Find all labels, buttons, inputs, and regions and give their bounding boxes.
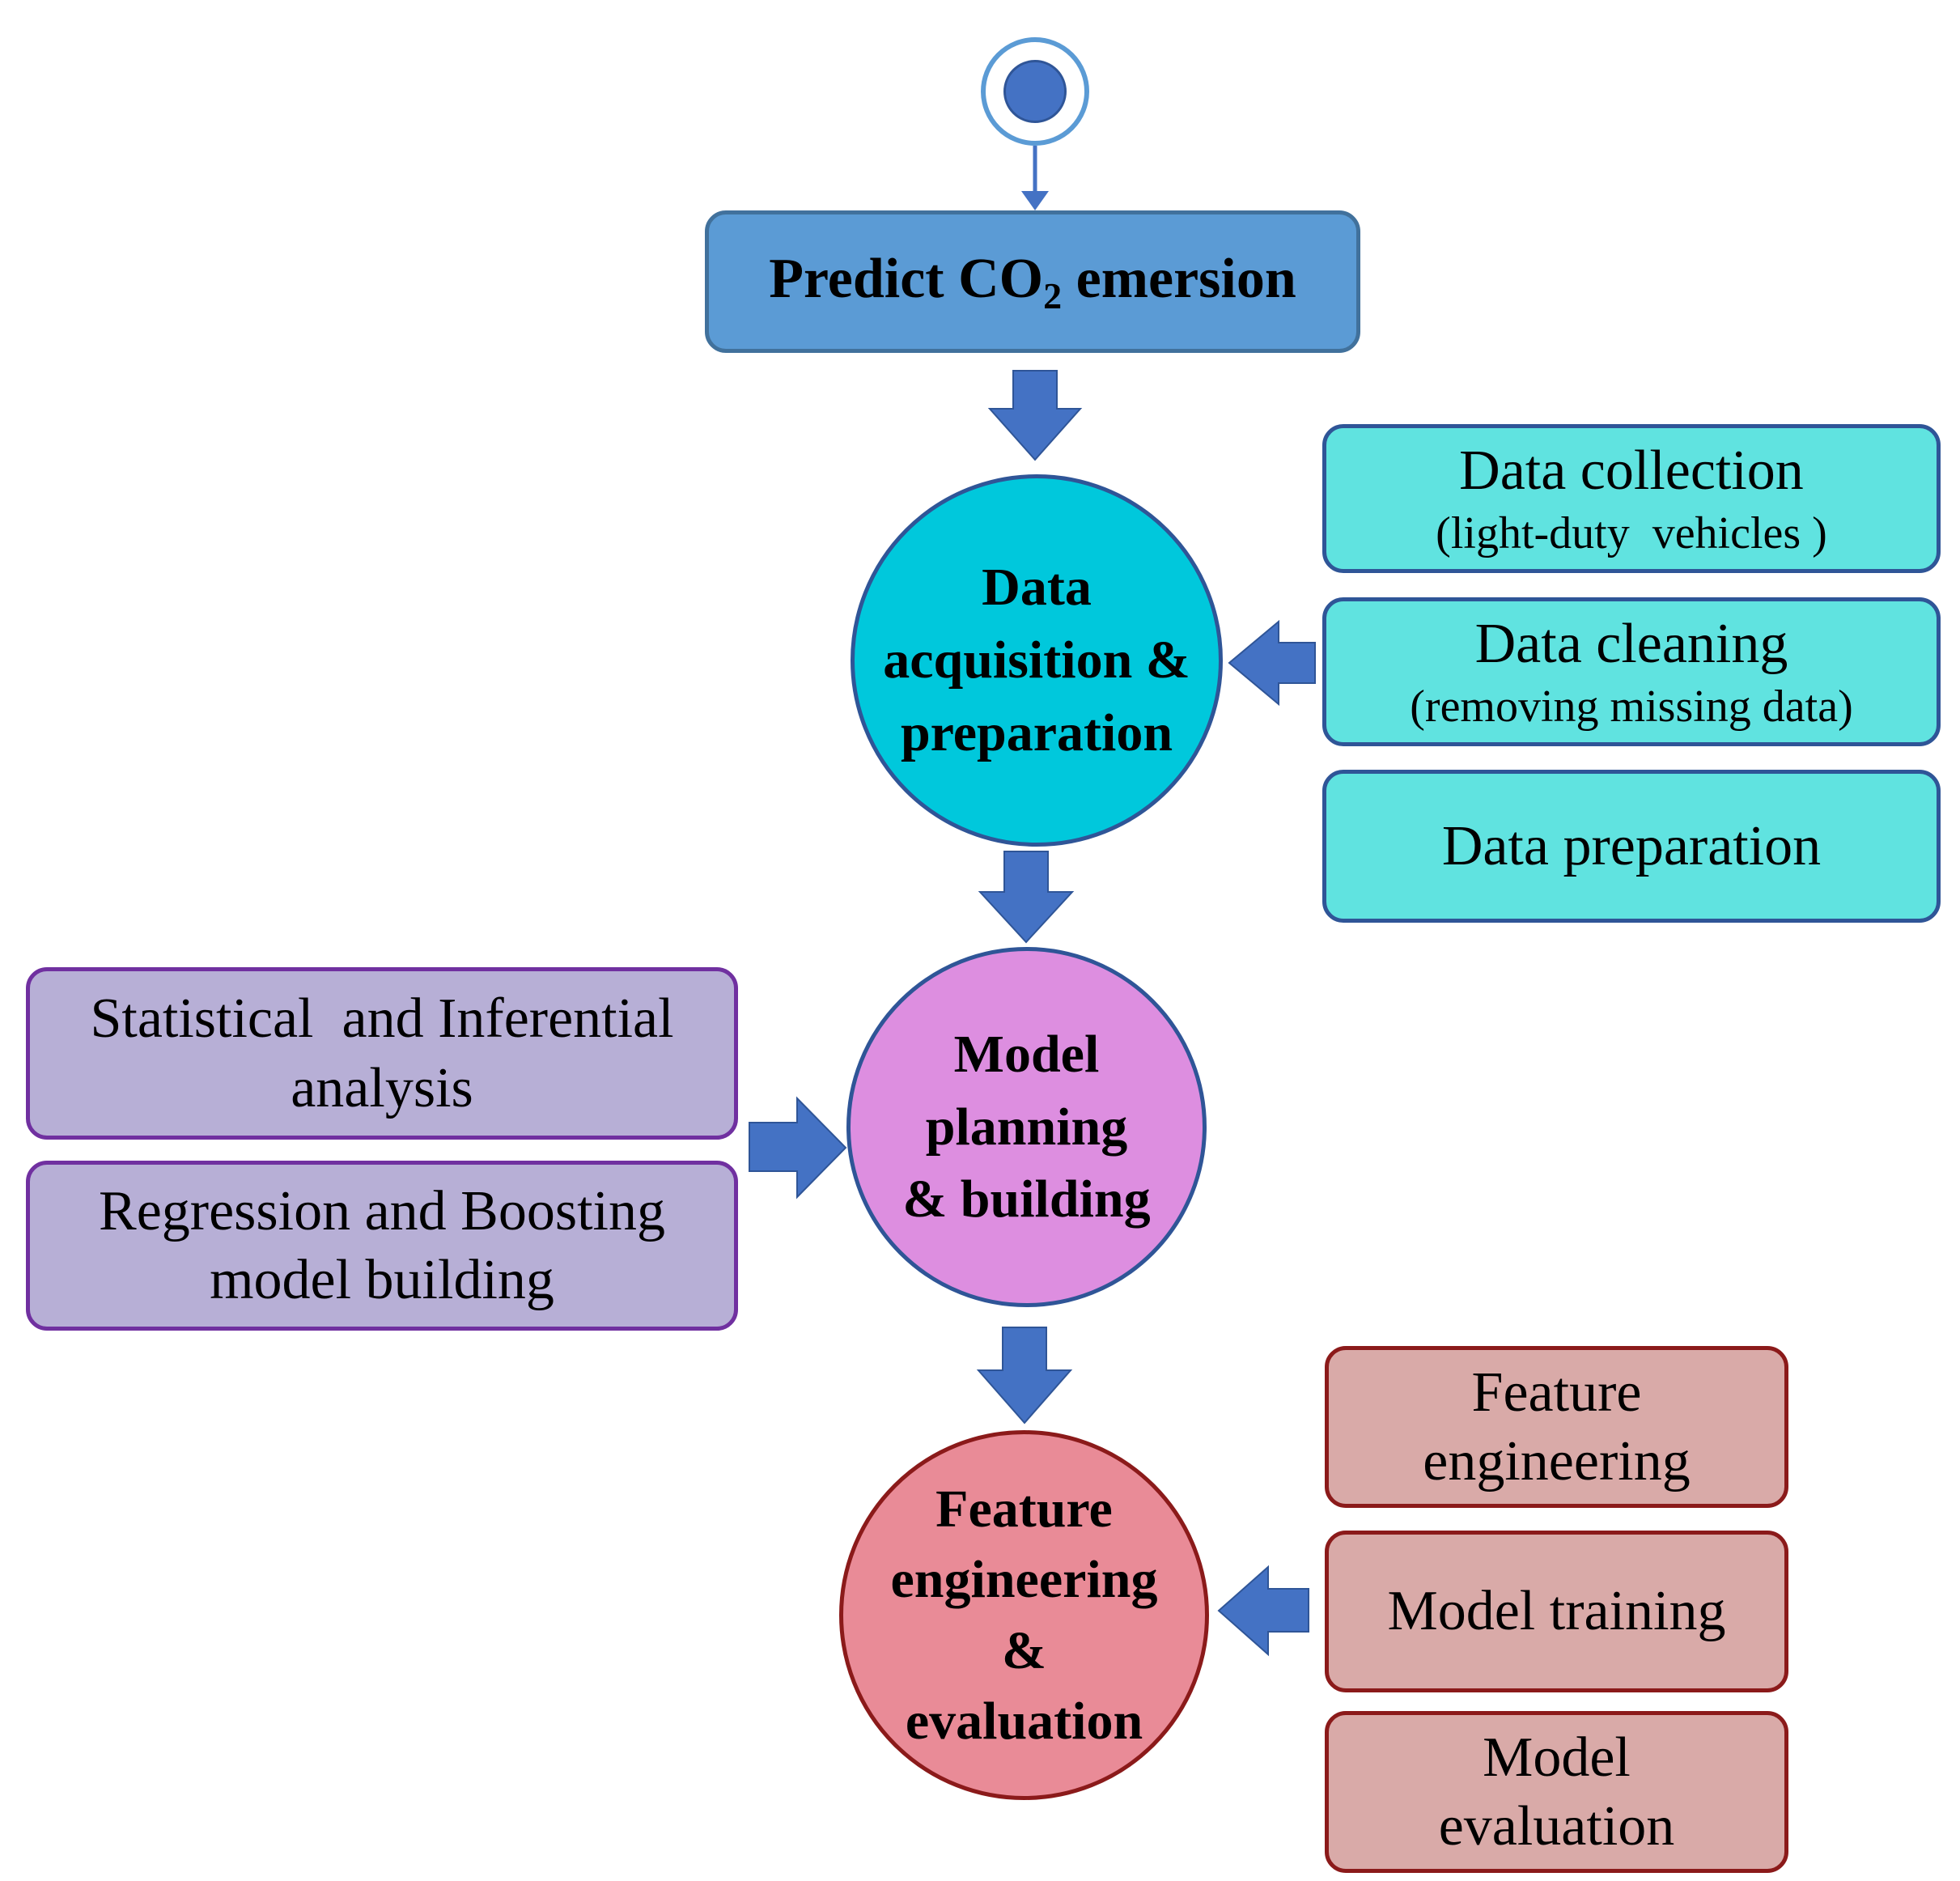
data-collection-title: Data collection [1459,439,1804,503]
feature-engineering-box: Feature engineering [1325,1346,1788,1508]
model-training-label: Model training [1387,1580,1726,1643]
data-cleaning-box: Data cleaning (removing missing data) [1322,597,1941,746]
data-cleaning-title: Data cleaning [1474,613,1788,676]
arrow-model-to-feature [976,1327,1073,1425]
stage-line: Data [982,558,1092,618]
stage-line: Model [953,1024,1100,1084]
stage-line: & building [902,1170,1151,1229]
feature-evaluation-stage: Feature engineering & evaluation [839,1430,1209,1800]
stage-line: Feature [935,1480,1113,1539]
data-collection-box: Data collection (light-duty vehicles ) [1322,424,1941,573]
data-preparation-box: Data preparation [1322,770,1941,923]
data-cleaning-detail: (removing missing data) [1410,681,1853,732]
model-evaluation-line: Model [1483,1726,1631,1789]
arrow-data-to-model [978,851,1075,944]
regression-line: Regression and Boosting [99,1179,665,1242]
predict-subscript: 2 [1043,274,1063,316]
statistical-line: analysis [291,1056,473,1119]
data-preparation-title: Data preparation [1441,814,1822,877]
model-training-box: Model training [1325,1531,1788,1692]
data-collection-detail: (light-duty vehicles ) [1436,507,1827,558]
start-node [981,37,1089,146]
stage-line: & [1002,1620,1046,1680]
start-connector-arrowhead [1021,191,1049,210]
predict-co2-box: Predict CO2 emersion [705,210,1360,353]
model-evaluation-box: Model evaluation [1325,1711,1788,1873]
regression-line: model building [210,1249,554,1311]
stage-line: planning [925,1097,1128,1157]
stage-line: engineering [890,1550,1158,1610]
predict-suffix: emersion [1062,247,1296,310]
feature-engineering-line: engineering [1423,1430,1691,1492]
arrow-model-steps-to-stage [749,1096,847,1200]
predict-text: Predict CO [769,247,1044,310]
arrow-data-steps-to-stage [1228,619,1316,707]
stage-line: preparation [900,703,1173,762]
model-evaluation-line: evaluation [1438,1795,1675,1858]
arrow-eval-steps-to-stage [1217,1565,1309,1657]
data-acquisition-stage: Data acquisition & preparation [851,474,1223,847]
model-planning-stage: Model planning & building [846,947,1207,1307]
stage-line: acquisition & [883,631,1190,690]
stage-line: evaluation [905,1691,1143,1751]
start-node-dot [1003,60,1067,123]
statistical-analysis-box: Statistical and Inferential analysis [26,967,738,1140]
feature-engineering-line: Feature [1471,1361,1642,1424]
statistical-line: Statistical and Inferential [90,987,674,1051]
arrow-predict-to-data [987,370,1083,461]
predict-co2-label: Predict CO2 emersion [769,244,1296,319]
regression-boosting-box: Regression and Boosting model building [26,1161,738,1331]
